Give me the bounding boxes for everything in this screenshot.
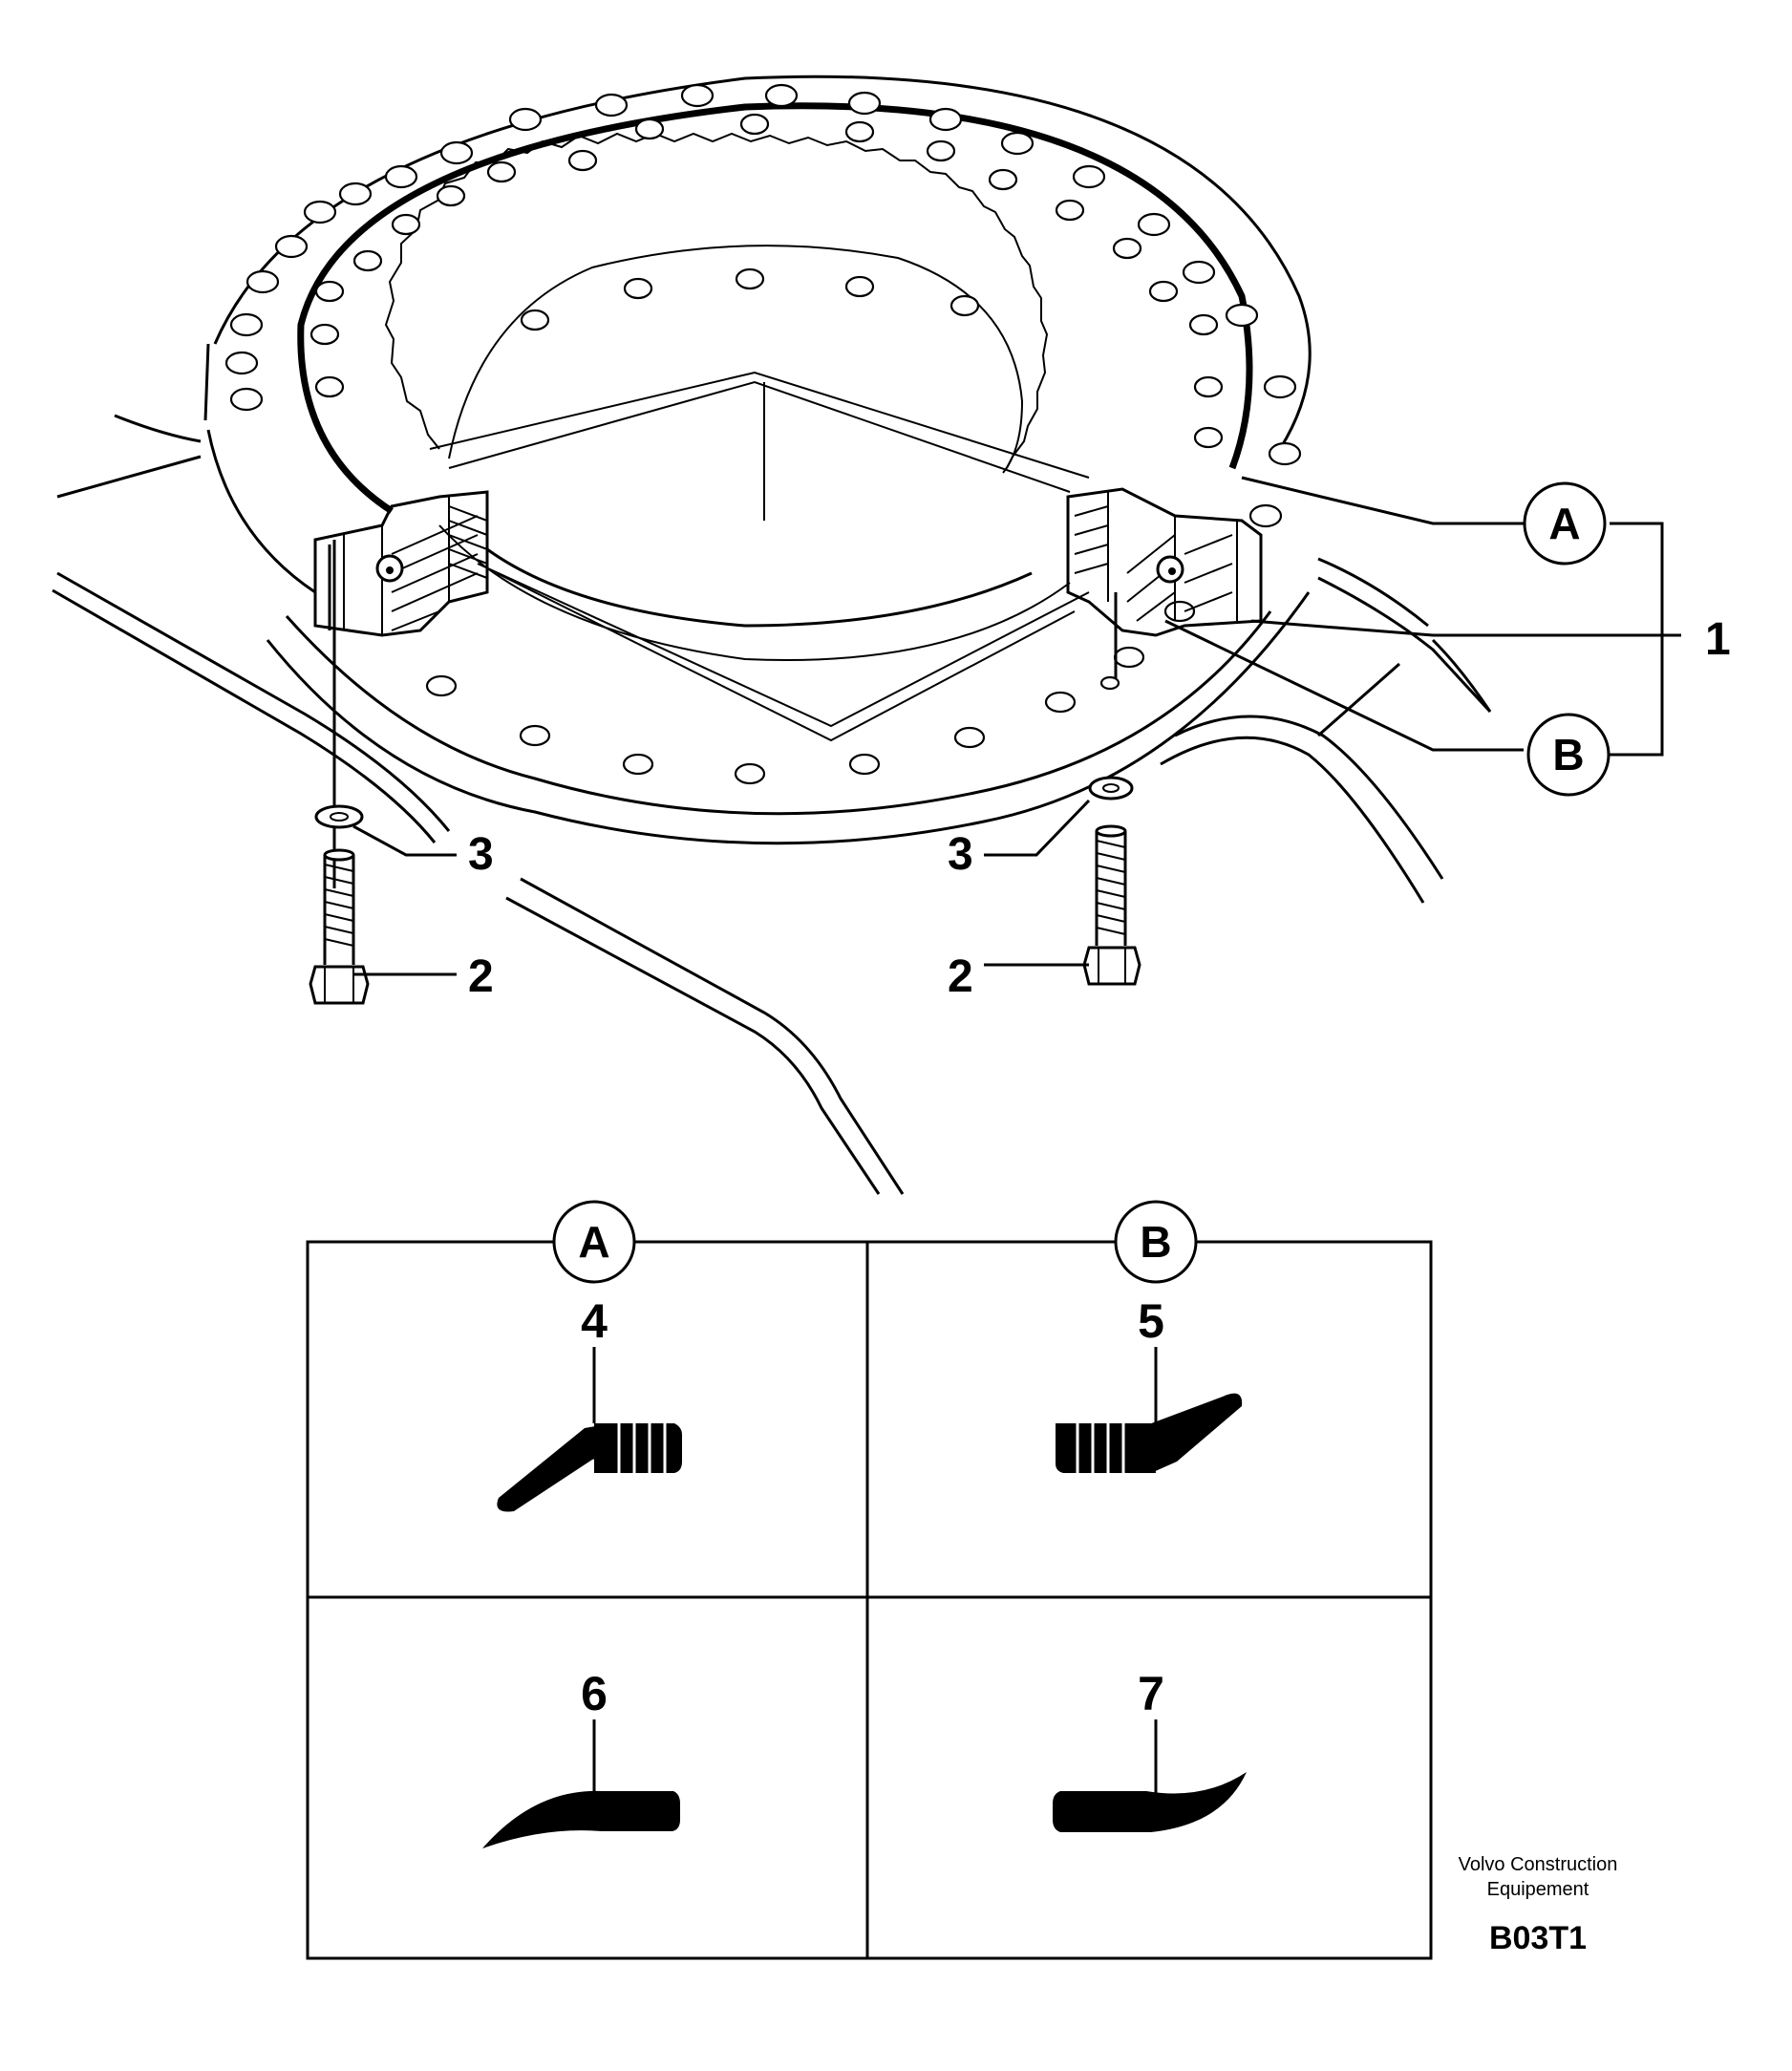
callout-B-circle: B — [1526, 713, 1611, 797]
part-3-left-label: 3 — [468, 829, 494, 880]
detail-table: A 4 B 5 6 — [306, 1200, 1433, 1960]
callout-A-circle: A — [1523, 481, 1607, 566]
chassis-outline — [52, 414, 1492, 1195]
panel-6-number: 6 — [581, 1667, 608, 1720]
drawing-code: B03T1 — [1489, 1920, 1587, 1956]
detail-panel-6: 6 — [482, 1667, 680, 1848]
seal-profile-7 — [1053, 1772, 1247, 1832]
panel-B-label: B — [1140, 1217, 1171, 1267]
right-washer-bolt — [1082, 776, 1141, 986]
right-cross-section — [1066, 487, 1263, 678]
part-1-label: 1 — [1705, 614, 1731, 665]
panel-7-number: 7 — [1138, 1667, 1164, 1720]
left-cross-section — [313, 490, 489, 888]
detail-panel-B: B 5 — [1056, 1200, 1243, 1473]
seal-profile-6 — [482, 1790, 680, 1848]
bolt-holes — [224, 83, 1302, 785]
footer-credit: Volvo Construction Equipement B03T1 — [1459, 1854, 1618, 1956]
part-2-right-label: 2 — [948, 951, 973, 1002]
leader-lines — [352, 476, 1681, 976]
left-washer-bolt — [309, 804, 370, 1005]
detail-panel-7: 7 — [1053, 1667, 1247, 1832]
company-line-1: Volvo Construction — [1459, 1854, 1618, 1875]
detail-panel-A: A 4 — [497, 1200, 682, 1512]
panel-4-number: 4 — [581, 1294, 608, 1348]
part-3-right-label: 3 — [948, 829, 973, 880]
part-2-left-label: 2 — [468, 951, 494, 1002]
seal-profile-4 — [497, 1423, 682, 1512]
callout-A-label: A — [1548, 499, 1580, 548]
panel-A-label: A — [578, 1217, 609, 1267]
company-line-2: Equipement — [1487, 1879, 1589, 1900]
callout-B-label: B — [1552, 730, 1584, 779]
seal-profile-5 — [1056, 1393, 1243, 1473]
slewing-ring — [203, 75, 1312, 845]
panel-5-number: 5 — [1138, 1294, 1164, 1348]
